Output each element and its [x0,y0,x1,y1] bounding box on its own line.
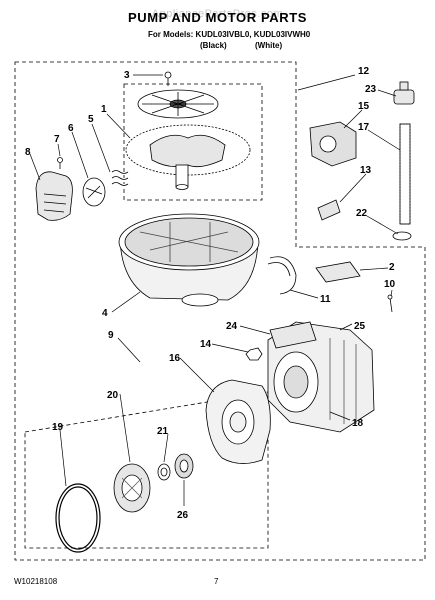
impeller-frame [123,83,263,201]
callout-16: 16 [169,353,181,364]
leader-lines [29,74,401,506]
screw-part-7 [57,157,63,169]
motor-part-18 [267,321,375,433]
callout-2: 2 [389,262,395,273]
callout-5: 5 [88,114,94,125]
o-ring-part-19 [55,483,101,553]
callout-13: 13 [360,165,372,176]
impeller-cover [137,89,219,119]
watermark: AppliancePartsPros.com [151,8,284,20]
sump-housing-part-4 [118,213,260,307]
model-list: For Models: KUDL03IVBL0, KUDL03IVWH0 [148,30,311,39]
callout-19: 19 [52,422,64,433]
screw-part-10 [387,294,393,313]
seal-part-20 [113,463,151,513]
callout-labels: 3 12 1 5 6 7 8 23 15 17 13 22 2 10 11 4 … [25,66,396,521]
filter-disc-part-6 [82,177,106,207]
screw-part-3 [164,71,172,86]
callout-15: 15 [358,101,370,112]
color-white-label: (White) [255,41,283,50]
clamp-part-22 [392,231,412,241]
drain-pump-part-15 [309,121,357,167]
callout-11: 11 [320,294,331,305]
callout-9: 9 [108,330,114,341]
callout-20: 20 [107,390,119,401]
spring-part-5 [111,170,129,186]
valve-part-23 [393,81,415,105]
callout-17: 17 [358,122,370,133]
callout-4: 4 [102,308,108,319]
page-number: 7 [214,577,219,586]
callout-18: 18 [352,418,364,429]
callout-14: 14 [200,339,212,350]
callout-10: 10 [384,279,396,290]
document-code: W10218108 [14,577,58,586]
drain-hose-part-17 [399,123,411,225]
callout-3: 3 [124,70,130,81]
callout-8: 8 [25,147,31,158]
callout-24: 24 [226,321,238,332]
color-black-label: (Black) [200,41,227,50]
nut-part-14 [245,347,263,361]
clip-part-13 [317,199,341,221]
callout-7: 7 [54,134,60,145]
pump-cover-part-8 [35,171,73,221]
cover-part-2 [315,261,361,283]
callout-21: 21 [157,426,169,437]
motor-assembly-frame [24,391,269,549]
capacitor-part-24 [269,321,317,349]
callout-6: 6 [68,123,74,134]
impeller-wheel [125,124,251,190]
upper-assembly-frame [14,61,426,561]
callout-1: 1 [101,104,107,115]
gasket-part-11 [267,256,297,295]
callout-22: 22 [356,208,368,219]
callout-25: 25 [354,321,366,332]
ring-part-21 [157,463,171,481]
callout-12: 12 [358,66,370,77]
page-title: PUMP AND MOTOR PARTS [127,10,308,25]
bearing-part-26 [174,453,194,479]
callout-26: 26 [177,510,189,521]
volute-part-16 [205,379,271,464]
callout-23: 23 [365,84,377,95]
